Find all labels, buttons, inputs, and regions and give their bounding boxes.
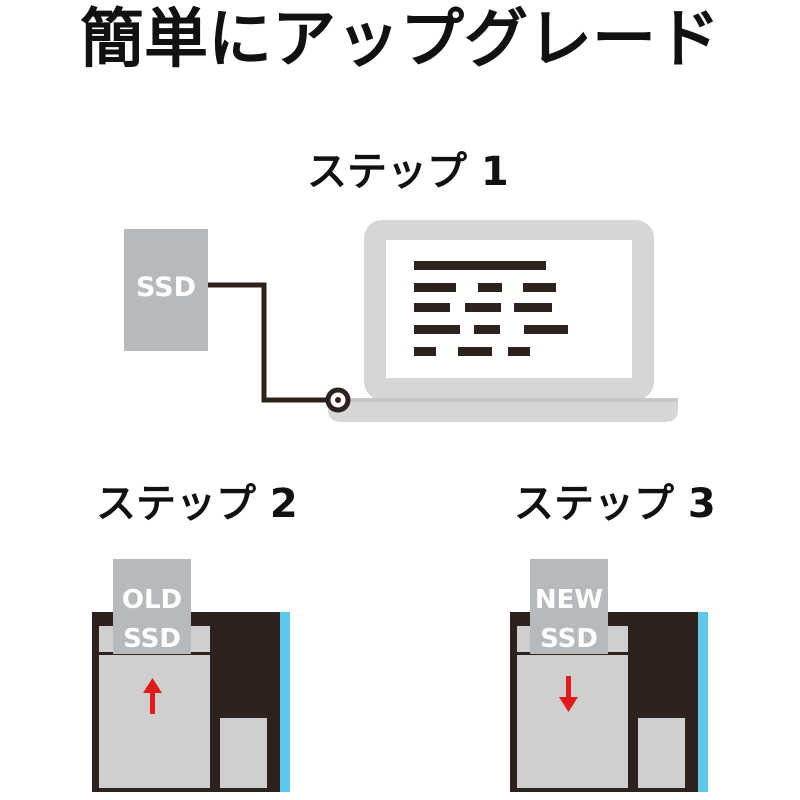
new-ssd xyxy=(530,559,608,654)
small-component xyxy=(220,718,267,788)
small-component xyxy=(638,718,685,788)
old-ssd xyxy=(113,559,191,654)
step-1-illustration: SSD xyxy=(124,220,678,422)
step-2-illustration: OLD SSD xyxy=(92,559,290,792)
blue-stripe xyxy=(280,612,290,792)
arrow-down-icon xyxy=(559,676,578,712)
laptop-icon xyxy=(325,220,678,422)
new-ssd-label-line1: NEW xyxy=(535,585,603,615)
step-3-illustration: NEW SSD xyxy=(510,559,708,792)
old-ssd-label-line2: SSD xyxy=(123,624,181,654)
blue-stripe xyxy=(698,612,708,792)
step-1-label: ステップ 1 xyxy=(307,149,509,195)
step-3-label: ステップ 3 xyxy=(514,481,716,527)
arrow-up-icon xyxy=(143,678,162,714)
old-ssd-label-line1: OLD xyxy=(122,585,182,615)
usb-cable xyxy=(207,282,328,403)
external-ssd xyxy=(124,229,208,351)
page-title: 簡単にアップグレード xyxy=(80,3,720,77)
screen-text-lines xyxy=(414,261,568,356)
new-ssd-label-line2: SSD xyxy=(540,624,598,654)
laptop-base xyxy=(328,398,678,422)
external-ssd-label: SSD xyxy=(136,272,196,303)
step-2-label: ステップ 2 xyxy=(96,481,298,527)
